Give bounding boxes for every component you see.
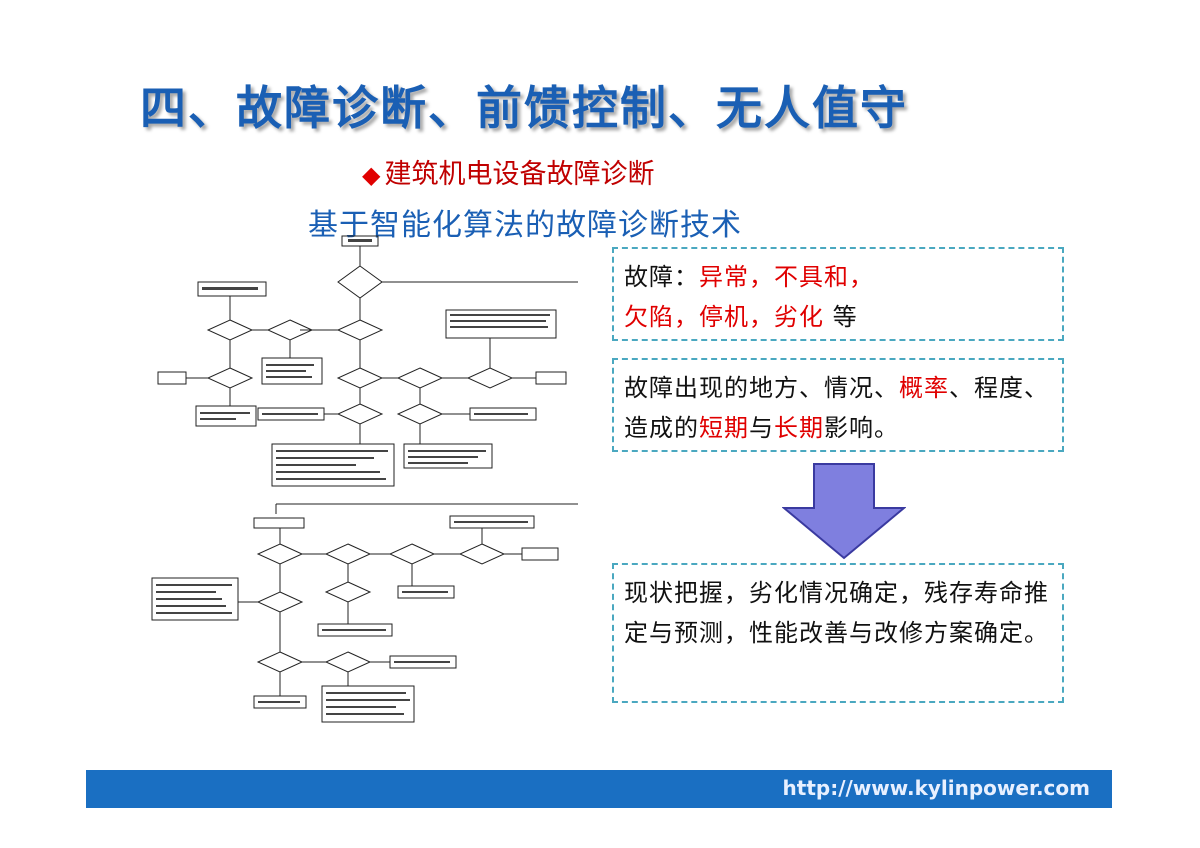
flowchart-decision [256,651,304,673]
flowchart-terminal-box [253,695,307,709]
fault-terms-2: 欠陷，停机，劣化 [624,303,824,331]
flowchart-terminal-box [157,371,187,385]
impact-short-term: 短期 [699,414,749,442]
diamond-icon: ◆ [362,161,381,189]
fault-definition-line-2: 欠陷，停机，劣化 等 [624,297,1052,337]
section-heading-text: 建筑机电设备故障诊断 [384,159,655,190]
flowchart-decision [396,403,444,425]
flowchart-decision [337,265,383,299]
flowchart-process-box [271,443,395,487]
flowchart-process-box [449,515,535,529]
flowchart-process-box [321,685,415,723]
flowchart-terminal-box [535,371,567,385]
flowchart-decision [388,543,436,565]
flowchart-process-box [261,357,323,385]
fault-terms-1: 异常，不具和， [699,263,874,291]
impact-probability: 概率 [899,374,949,402]
flowchart-process-box [403,443,493,469]
fault-definition-line-1: 故障：异常，不具和， [624,257,1052,297]
flowchart-process-box [445,309,557,339]
flowchart-process-box [317,623,393,637]
flowchart-decision [458,543,506,565]
flowchart-decision [466,367,514,389]
flowchart-process-box [151,577,239,621]
flowchart-decision [324,651,372,673]
flowchart-decision [336,367,384,389]
sub-heading: 基于智能化算法的故障诊断技术 [308,208,742,243]
flowchart-decision [396,367,444,389]
impact-text-2: 、程度、造成的 [624,374,1049,442]
section-heading: ◆建筑机电设备故障诊断 [362,152,654,191]
fault-diagnosis-flowchart [151,235,578,723]
flowchart-decision [256,591,304,613]
flowchart-decision [336,319,384,341]
fault-definition-box: 故障：异常，不具和， 欠陷，停机，劣化 等 [612,247,1064,341]
flowchart-process-box [195,405,257,427]
flowchart-terminal-box [521,547,559,561]
diagnosis-result-box: 现状把握，劣化情况确定，残存寿命推定与预测，性能改善与改修方案确定。 [612,563,1064,703]
flowchart-decision [336,403,384,425]
footer-url: http://www.kylinpower.com [782,776,1090,800]
flowchart-decision [206,367,254,389]
fault-impact-box: 故障出现的地方、情况、概率、程度、造成的短期与长期影响。 [612,358,1064,452]
flowchart-decision [324,581,372,603]
impact-long-term: 长期 [774,414,824,442]
fault-terms-tail: 等 [824,303,858,331]
impact-text-1: 故障出现的地方、情况、 [624,374,899,402]
footer-bar: http://www.kylinpower.com [86,770,1112,808]
flowchart-process-box [197,281,267,297]
flowchart-decision [206,319,254,341]
page-title: 四、故障诊断、前馈控制、无人值守 [140,81,908,135]
impact-text-4: 影响。 [824,414,899,442]
flowchart-process-box [253,517,305,529]
impact-text-3: 与 [749,414,774,442]
flowchart-decision [324,543,372,565]
flowchart-decision [256,543,304,565]
flowchart-process-box [397,585,455,599]
down-arrow-icon [782,463,906,560]
fault-label: 故障： [624,263,699,291]
diagnosis-result-text: 现状把握，劣化情况确定，残存寿命推定与预测，性能改善与改修方案确定。 [624,579,1049,647]
flowchart-process-box [389,655,457,669]
